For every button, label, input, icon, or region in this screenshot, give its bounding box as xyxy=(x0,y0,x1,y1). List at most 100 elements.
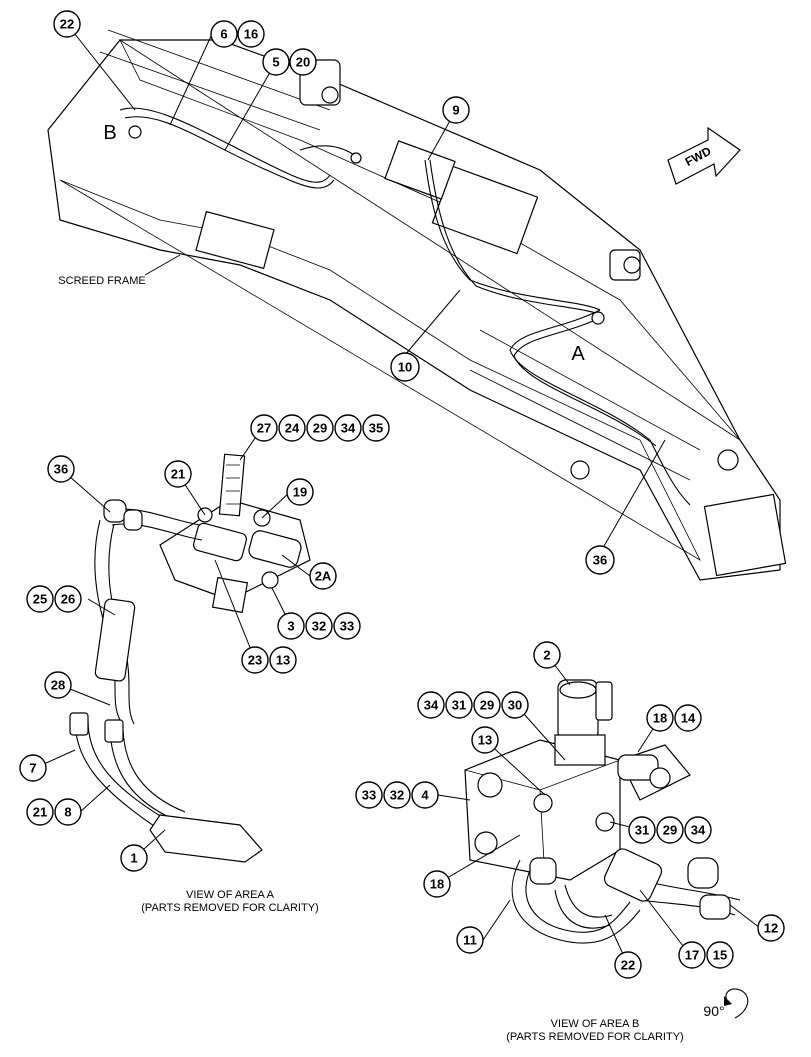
svg-text:29: 29 xyxy=(480,698,494,713)
callout-25: 25 xyxy=(26,585,54,613)
callout-4: 4 xyxy=(411,781,439,809)
svg-text:3: 3 xyxy=(287,619,294,634)
callout-22-b: 22 xyxy=(614,951,642,979)
callout-11: 11 xyxy=(456,926,484,954)
svg-text:14: 14 xyxy=(681,711,696,726)
svg-text:24: 24 xyxy=(285,421,300,436)
svg-text:26: 26 xyxy=(61,592,75,607)
svg-text:31: 31 xyxy=(452,698,466,713)
callout-16: 16 xyxy=(237,20,265,48)
svg-text:10: 10 xyxy=(398,360,412,375)
svg-text:34: 34 xyxy=(691,823,706,838)
view-a-note: (PARTS REMOVED FOR CLARITY) xyxy=(141,902,319,914)
callout-27: 27 xyxy=(250,414,278,442)
svg-text:33: 33 xyxy=(362,788,376,803)
callout-33-a: 33 xyxy=(333,612,361,640)
callout-14: 14 xyxy=(674,704,702,732)
callout-2: 2 xyxy=(533,641,561,669)
area-a-drawing xyxy=(69,453,311,863)
callout-35: 35 xyxy=(362,414,390,442)
svg-text:30: 30 xyxy=(508,698,522,713)
callout-15: 15 xyxy=(706,941,734,969)
area-b-marker: B xyxy=(103,122,116,144)
callout-19: 19 xyxy=(286,478,314,506)
callout-22-top: 22 xyxy=(53,10,81,38)
callout-32-a: 32 xyxy=(305,612,333,640)
svg-text:16: 16 xyxy=(244,27,258,42)
callout-12: 12 xyxy=(757,914,785,942)
callout-21-a: 21 xyxy=(164,460,192,488)
callout-13-b: 13 xyxy=(471,726,499,754)
rotation-label: 90° xyxy=(703,1003,724,1019)
callout-8: 8 xyxy=(54,798,82,826)
svg-text:33: 33 xyxy=(340,619,354,634)
callout-28: 28 xyxy=(44,671,72,699)
view-b-caption: VIEW OF AREA B (PARTS REMOVED FOR CLARIT… xyxy=(470,1018,720,1044)
svg-text:17: 17 xyxy=(685,948,699,963)
svg-text:35: 35 xyxy=(369,421,383,436)
svg-text:5: 5 xyxy=(272,55,279,70)
svg-text:13: 13 xyxy=(478,733,492,748)
callout-7: 7 xyxy=(19,754,47,782)
callout-24: 24 xyxy=(278,414,306,442)
callout-10: 10 xyxy=(390,352,420,382)
callout-29-b: 29 xyxy=(473,691,501,719)
callout-29-c: 29 xyxy=(656,816,684,844)
svg-text:36: 36 xyxy=(54,462,68,477)
callout-29-a: 29 xyxy=(306,414,334,442)
svg-text:25: 25 xyxy=(33,592,47,607)
svg-text:34: 34 xyxy=(424,698,439,713)
svg-text:31: 31 xyxy=(635,823,649,838)
callout-2A: 2A xyxy=(309,562,337,590)
svg-text:7: 7 xyxy=(29,761,36,776)
callout-33-b: 33 xyxy=(355,781,383,809)
callout-36-a: 36 xyxy=(47,455,75,483)
svg-text:34: 34 xyxy=(341,421,356,436)
view-b-title: VIEW OF AREA B xyxy=(550,1018,640,1030)
svg-text:4: 4 xyxy=(421,788,429,803)
callout-32-b: 32 xyxy=(383,781,411,809)
svg-text:23: 23 xyxy=(248,653,262,668)
callout-17: 17 xyxy=(678,941,706,969)
svg-text:19: 19 xyxy=(293,485,307,500)
callout-21-b: 21 xyxy=(26,798,54,826)
callout-23: 23 xyxy=(241,646,269,674)
screed-frame-label: SCREED FRAME xyxy=(58,275,145,287)
forward-arrow-icon: FWD xyxy=(667,126,741,185)
svg-text:1: 1 xyxy=(130,851,137,866)
rotation-arrow-icon xyxy=(724,988,749,1019)
svg-text:29: 29 xyxy=(663,823,677,838)
view-a-title: VIEW OF AREA A xyxy=(185,889,275,901)
screed-frame-drawing xyxy=(47,29,787,581)
svg-text:32: 32 xyxy=(312,619,326,634)
svg-text:22: 22 xyxy=(621,958,635,973)
svg-text:9: 9 xyxy=(452,103,459,118)
callout-30: 30 xyxy=(501,691,529,719)
callout-9: 9 xyxy=(442,96,470,124)
svg-text:2: 2 xyxy=(543,648,550,663)
callout-6: 6 xyxy=(210,20,238,48)
svg-text:22: 22 xyxy=(60,17,74,32)
svg-text:18: 18 xyxy=(653,711,667,726)
callout-20: 20 xyxy=(289,48,317,76)
callout-13-a: 13 xyxy=(269,646,297,674)
callout-1: 1 xyxy=(120,844,148,872)
svg-text:13: 13 xyxy=(276,653,290,668)
svg-text:12: 12 xyxy=(764,921,778,936)
svg-text:2A: 2A xyxy=(315,569,332,584)
svg-text:27: 27 xyxy=(257,421,271,436)
svg-text:15: 15 xyxy=(713,948,727,963)
svg-text:21: 21 xyxy=(33,805,47,820)
callout-18-b: 18 xyxy=(423,870,451,898)
callout-34-a: 34 xyxy=(334,414,362,442)
callout-36-top: 36 xyxy=(585,545,615,575)
callout-31-a: 31 xyxy=(445,691,473,719)
svg-text:29: 29 xyxy=(313,421,327,436)
svg-text:8: 8 xyxy=(64,805,71,820)
callout-3: 3 xyxy=(277,612,305,640)
svg-text:32: 32 xyxy=(390,788,404,803)
callout-5: 5 xyxy=(262,48,290,76)
svg-text:6: 6 xyxy=(220,27,227,42)
callout-34-b: 34 xyxy=(417,691,445,719)
